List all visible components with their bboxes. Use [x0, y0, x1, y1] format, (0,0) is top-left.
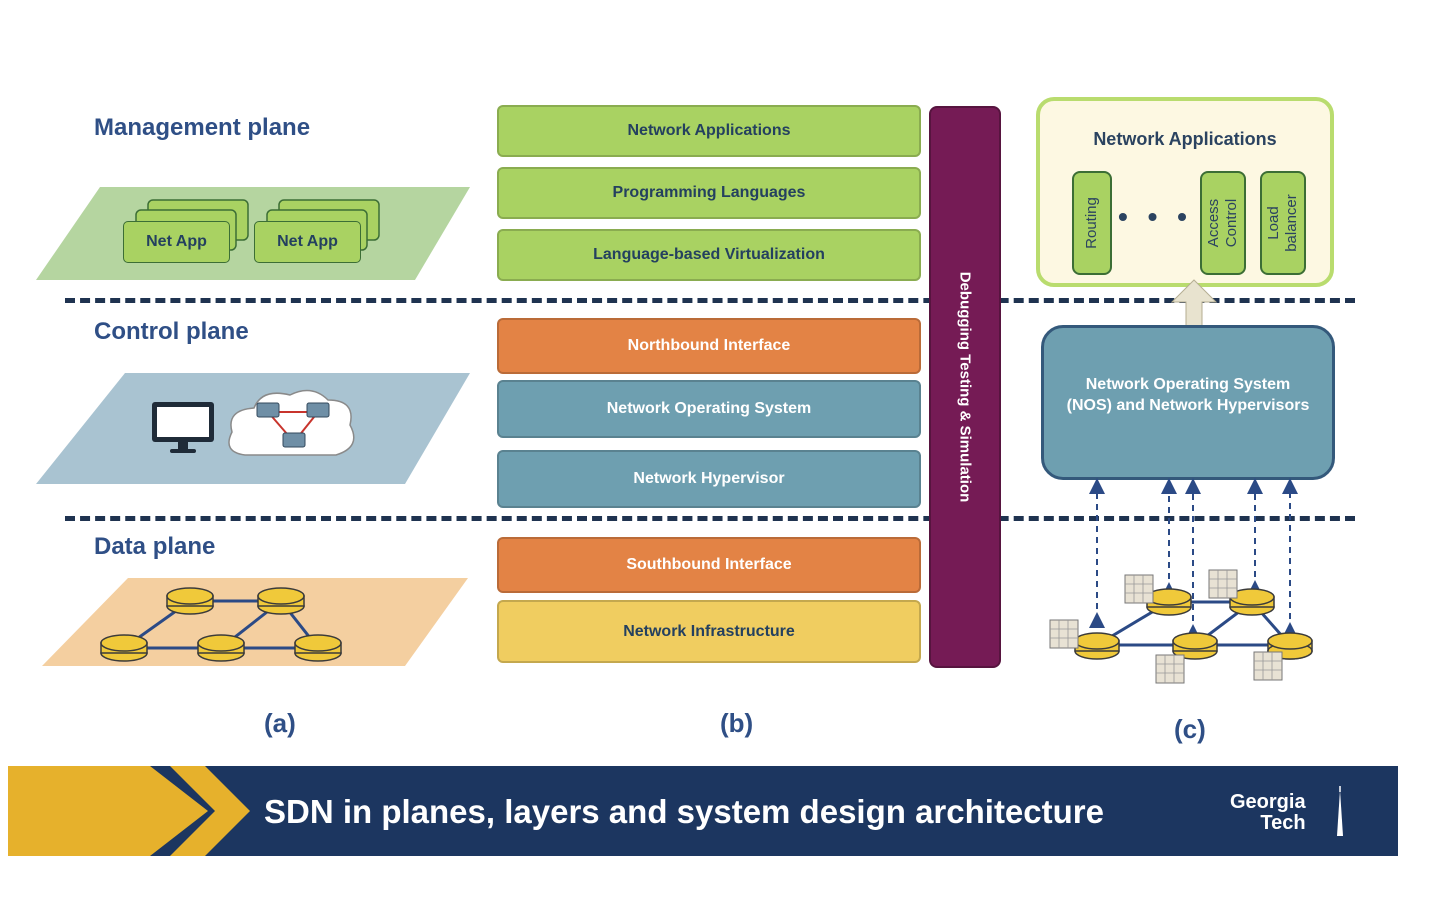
- plane-separator-bottom: [65, 516, 1355, 521]
- router-icons: [100, 587, 342, 662]
- control-plane-title: Control plane: [94, 318, 249, 345]
- management-plane-title: Management plane: [94, 114, 311, 141]
- plane-separator-top: [65, 298, 1355, 303]
- layer-programming-languages: Programming Languages: [497, 167, 921, 219]
- figure-label-c: (c): [1174, 714, 1206, 744]
- net-app-label-left: Net App: [146, 233, 207, 250]
- net-app-card-left: Net App: [123, 221, 230, 263]
- layer-southbound-interface: Southbound Interface: [497, 537, 921, 593]
- network-applications-box: Network Applications Routing • • • Acces…: [1036, 97, 1334, 287]
- figure-label-a: (a): [264, 708, 296, 738]
- layer-network-applications: Network Applications: [497, 105, 921, 157]
- layer-language-virtualization: Language-based Virtualization: [497, 229, 921, 281]
- georgia-tech-logo: Georgia Tech: [1230, 792, 1306, 834]
- logo-line-georgia: Georgia: [1230, 791, 1306, 813]
- layer-northbound-interface: Northbound Interface: [497, 318, 921, 374]
- layer-network-infrastructure: Network Infrastructure: [497, 600, 921, 663]
- debugging-bar: Debugging Testing & Simulation: [929, 106, 1001, 668]
- nos-box-label: Network Operating System (NOS) and Netwo…: [1066, 376, 1310, 414]
- figure-label-b: (b): [720, 708, 754, 738]
- monitor-icon: [152, 402, 214, 453]
- load-balancer-app: Load balancer: [1260, 171, 1306, 275]
- banner-title: SDN in planes, layers and system design …: [264, 793, 1104, 830]
- layer-network-operating-system: Network Operating System: [497, 380, 921, 438]
- net-app-card-right: Net App: [254, 221, 361, 263]
- logo-line-tech: Tech: [1260, 812, 1306, 834]
- cloud-network-icon: [228, 389, 355, 456]
- more-apps-ellipsis: • • •: [1118, 201, 1193, 232]
- net-app-label-right: Net App: [277, 233, 338, 250]
- layer-network-hypervisor: Network Hypervisor: [497, 450, 921, 508]
- access-control-app: Access Control: [1200, 171, 1246, 275]
- nos-box: Network Operating System (NOS) and Netwo…: [1041, 325, 1335, 480]
- apps-box-title: Network Applications: [1093, 129, 1277, 149]
- routing-app: Routing: [1072, 171, 1112, 275]
- flow-table-icons: [1049, 569, 1283, 684]
- data-plane-title: Data plane: [94, 533, 216, 560]
- switch-icons: [1074, 588, 1313, 660]
